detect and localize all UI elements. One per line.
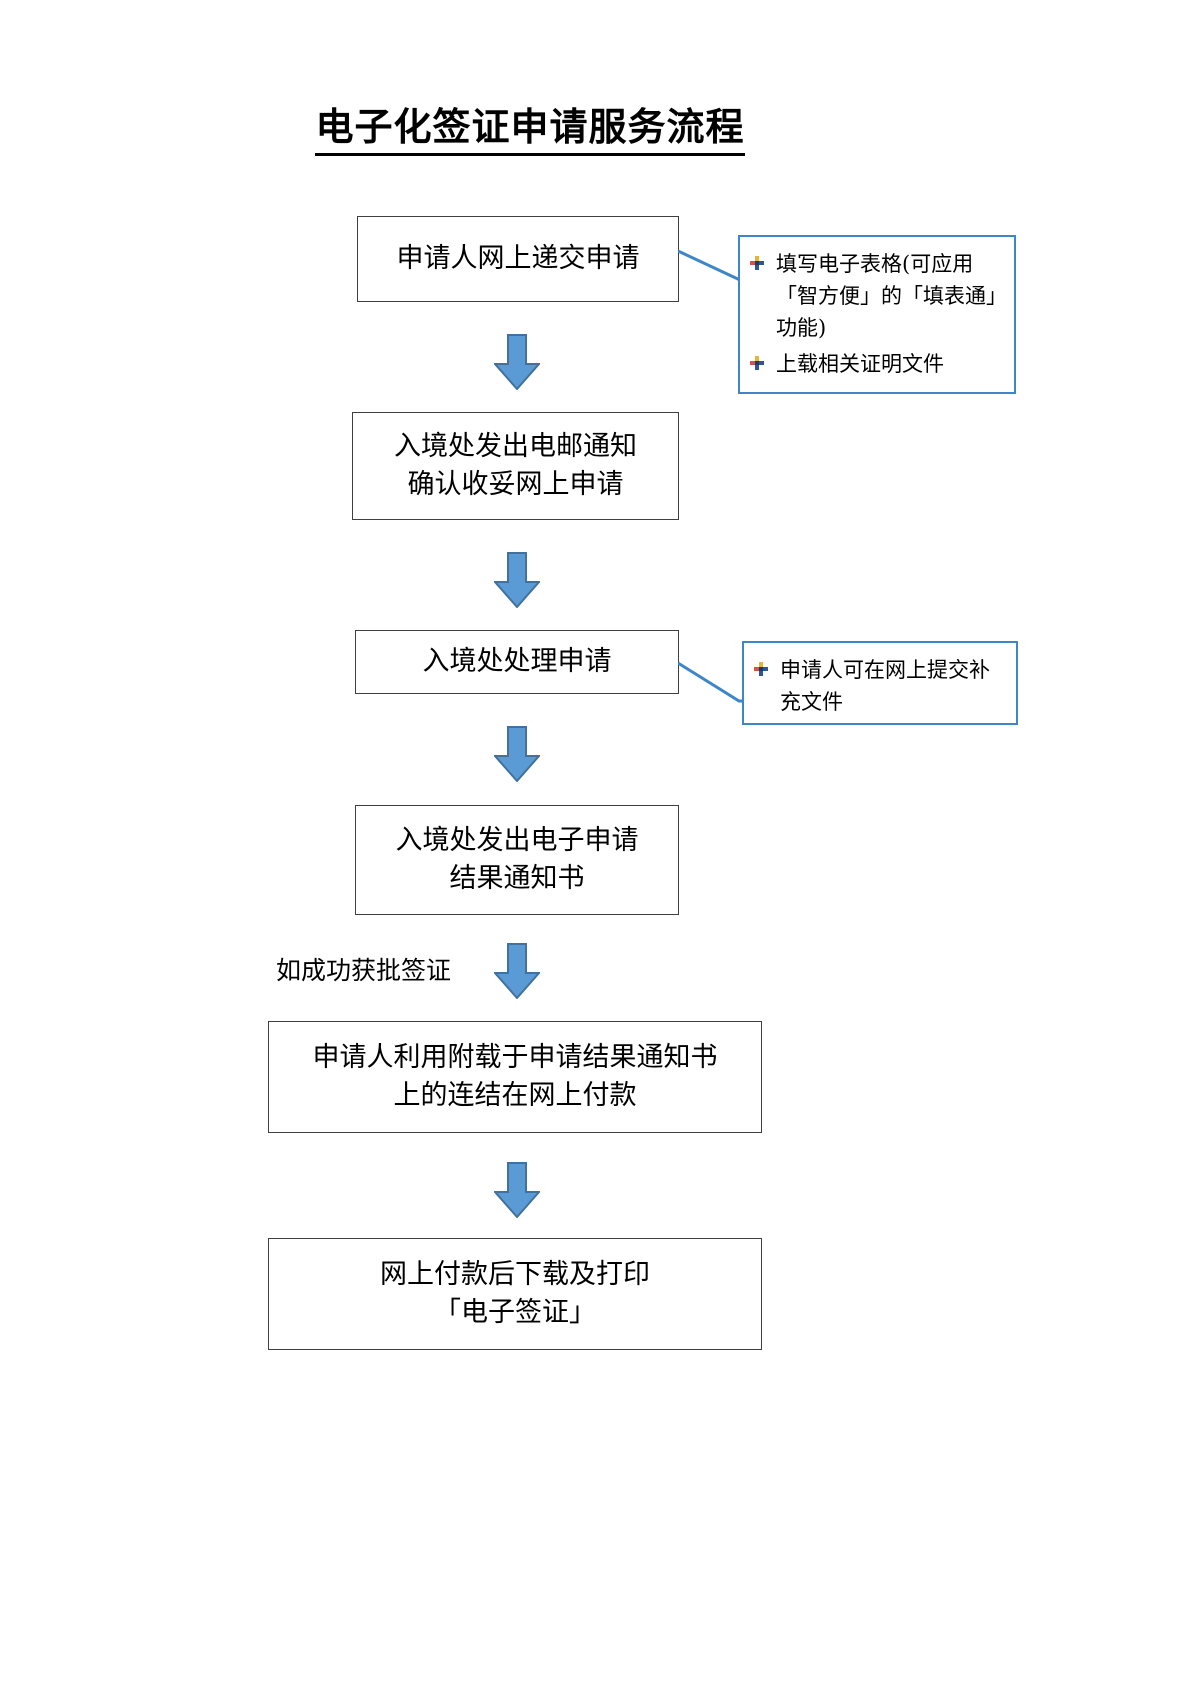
connector-step3-note2 <box>678 661 748 705</box>
multicolor-cross-bullet-icon <box>750 355 764 370</box>
process-box-step-2-line2: 确认收妥网上申请 <box>407 469 624 500</box>
down-block-arrow-icon-1 <box>494 334 540 390</box>
process-box-step-6: 网上付款后下载及打印 「电子签证」 <box>268 1238 762 1350</box>
multicolor-cross-bullet-icon <box>750 256 764 270</box>
process-box-step-1: 申请人网上递交申请 <box>357 216 679 302</box>
down-block-arrow-icon-4 <box>494 943 540 999</box>
note-box-2: 申请人可在网上提交补充文件 <box>742 641 1018 725</box>
down-block-arrow-icon-5 <box>494 1162 540 1218</box>
process-box-step-5: 申请人利用附载于申请结果通知书 上的连结在网上付款 <box>268 1021 762 1133</box>
multicolor-cross-bullet-icon <box>754 662 768 676</box>
process-box-step-5-line2: 上的连结在网上付款 <box>393 1080 637 1111</box>
process-box-step-6-line1: 网上付款后下载及打印 <box>380 1258 650 1290</box>
process-box-step-1-line1: 申请人网上递交申请 <box>396 242 640 274</box>
process-box-step-6-line2: 「电子签证」 <box>434 1297 596 1328</box>
page-title: 电子化签证申请服务流程 <box>0 96 1060 156</box>
down-block-arrow-icon-3 <box>494 726 540 782</box>
process-box-step-2-line1: 入境处发出电邮通知 <box>394 430 637 462</box>
process-box-step-5-line1: 申请人利用附载于申请结果通知书 <box>312 1041 718 1073</box>
process-box-step-3: 入境处处理申请 <box>355 630 679 694</box>
note-1-item-1: 上载相关证明文件 <box>750 349 1000 381</box>
process-box-step-2: 入境处发出电邮通知 确认收妥网上申请 <box>352 412 679 520</box>
connector-label-approved: 如成功获批签证 <box>276 956 452 985</box>
note-1-item-0-text: 填写电子表格(可应用「智方便」的「填表通」功能) <box>776 252 997 340</box>
down-block-arrow-icon-2 <box>494 552 540 608</box>
note-1-item-0: 填写电子表格(可应用「智方便」的「填表通」功能) <box>750 249 1000 345</box>
process-box-step-4: 入境处发出电子申请 结果通知书 <box>355 805 679 915</box>
note-2-item-0-text: 申请人可在网上提交补充文件 <box>780 658 990 714</box>
process-box-step-3-line1: 入境处处理申请 <box>422 645 612 677</box>
note-box-1: 填写电子表格(可应用「智方便」的「填表通」功能) 上载相关证明文件 <box>738 235 1016 394</box>
process-box-step-4-line1: 入境处发出电子申请 <box>395 824 639 856</box>
note-1-item-1-text: 上载相关证明文件 <box>776 351 944 376</box>
note-2-item-0: 申请人可在网上提交补充文件 <box>754 655 1002 719</box>
page-title-text: 电子化签证申请服务流程 <box>315 104 745 156</box>
process-box-step-4-line2: 结果通知书 <box>449 863 585 894</box>
